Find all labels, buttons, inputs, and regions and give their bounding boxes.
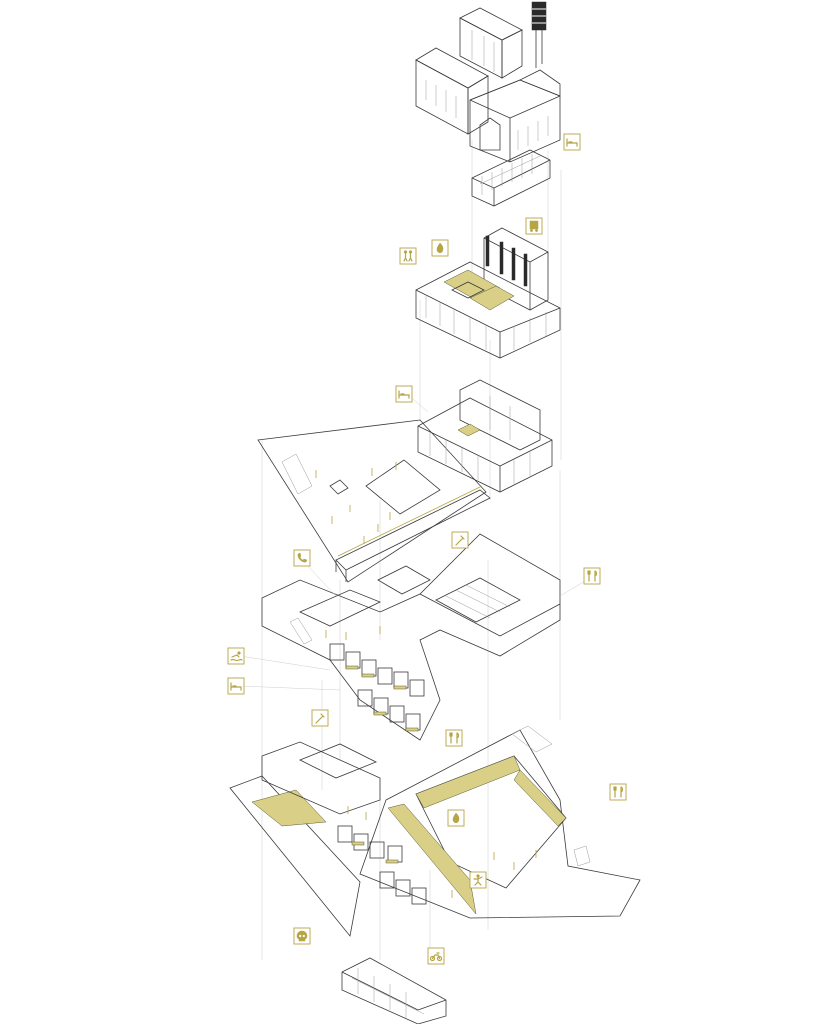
factory-building (415, 1, 561, 163)
level-lower-floor (229, 725, 641, 937)
motorbike-icon (427, 947, 445, 965)
fire-icon (431, 239, 449, 257)
hammer-icon (311, 709, 329, 727)
projection-guides (261, 140, 562, 960)
hammer-icon (451, 531, 469, 549)
level-basement (341, 957, 447, 1024)
bus-icon (525, 217, 543, 235)
level-cells-top (471, 149, 551, 207)
restaurant-icon (445, 729, 463, 747)
bed-icon (227, 677, 245, 695)
skull-icon (293, 927, 311, 945)
restaurant-icon (609, 783, 627, 801)
bed-icon (563, 133, 581, 151)
level-site-plane (257, 379, 553, 583)
telephone-icon (293, 549, 311, 567)
stretching-person-icon (469, 871, 487, 889)
bed-icon (395, 385, 413, 403)
fire-icon (447, 809, 465, 827)
walking-people-icon (399, 247, 417, 265)
icon-leaders (239, 397, 591, 691)
level-main-floor (261, 533, 561, 741)
restaurant-icon (583, 567, 601, 585)
swimmer-icon (227, 647, 245, 665)
level-courtyard (415, 227, 561, 359)
